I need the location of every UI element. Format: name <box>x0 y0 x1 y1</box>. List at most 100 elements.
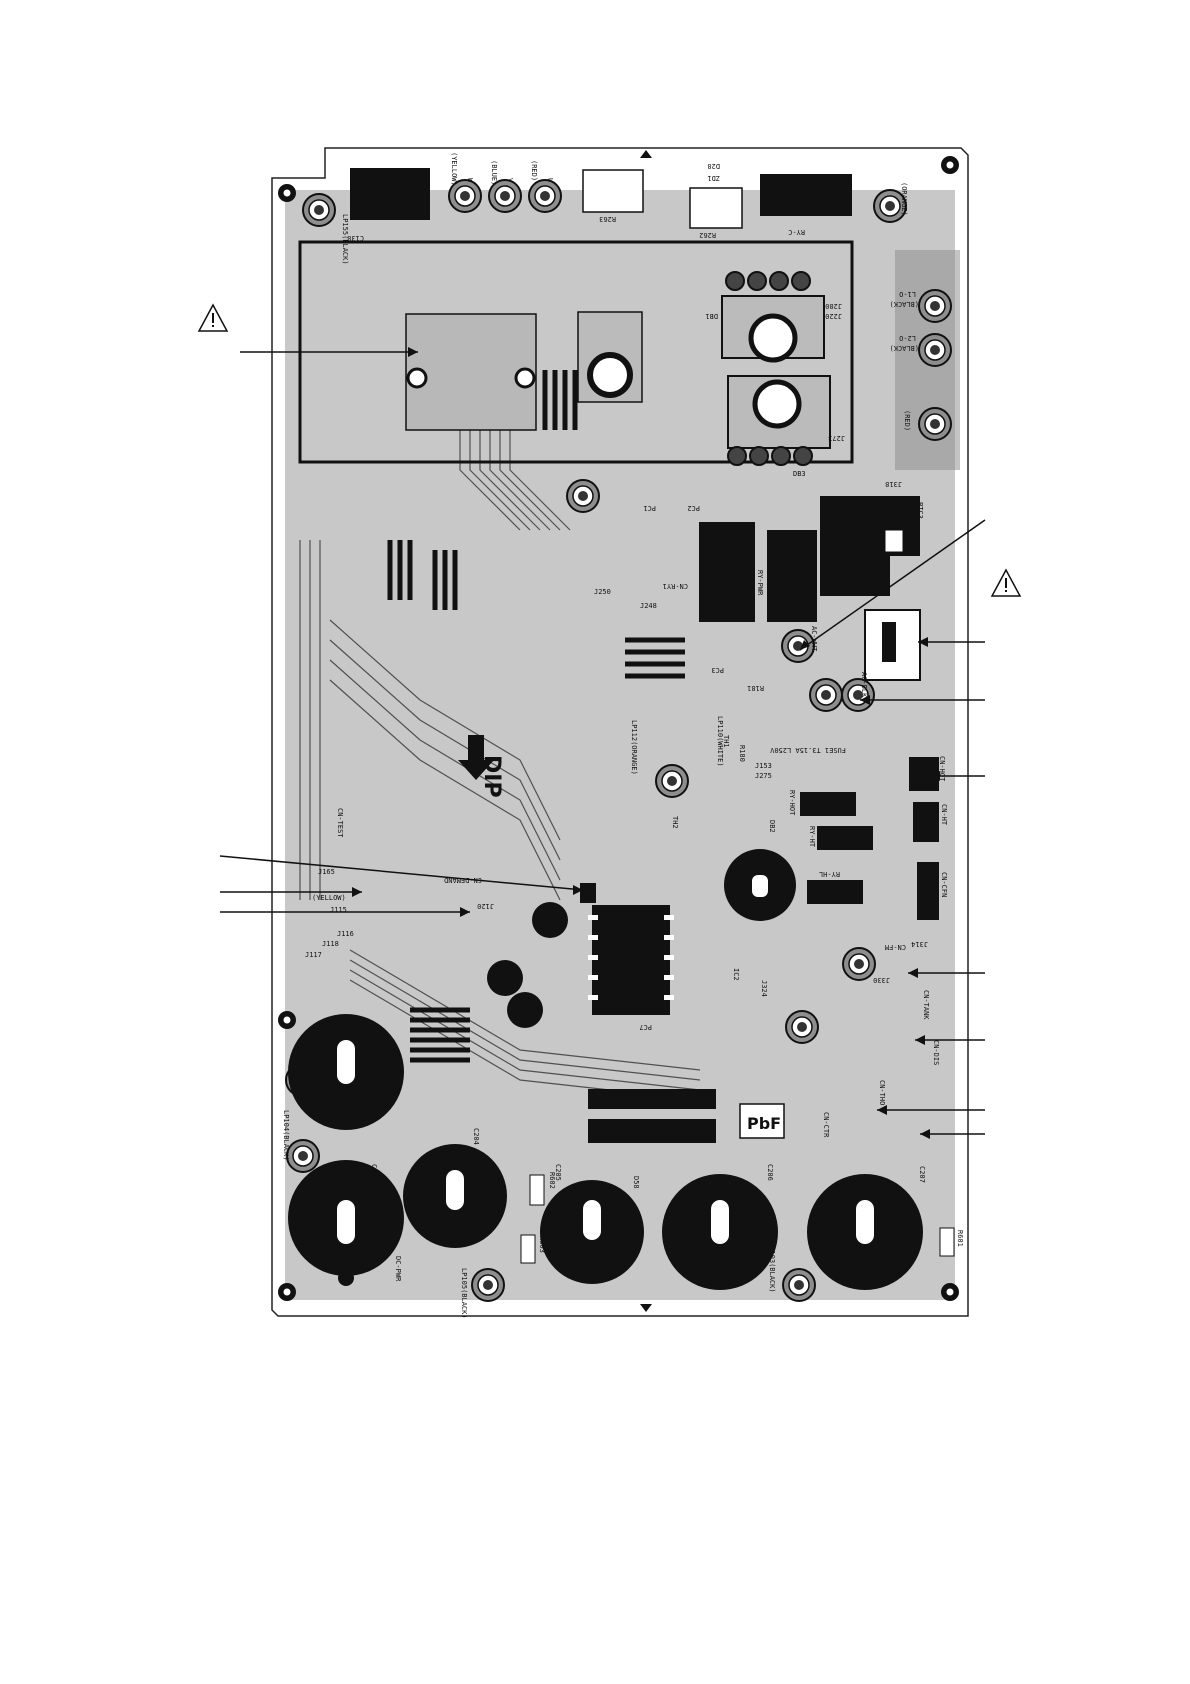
label-ry-pwr: RY-PWR <box>756 570 764 596</box>
connector-right-1-pins <box>882 622 896 662</box>
label-ry-hl: RY-HL <box>819 870 840 878</box>
ry-hl-relay <box>807 880 863 904</box>
cn-cfn-connector <box>917 862 939 920</box>
leader-lines <box>219 351 986 1135</box>
label-d58: D58 <box>632 1176 640 1189</box>
label-r603: R603 <box>538 1236 546 1253</box>
ipm-hole-left <box>406 367 428 389</box>
label-lp-black-b1: LP105(BLACK) <box>460 1268 468 1319</box>
label-cn-ry1: CN-RY1 <box>663 582 688 590</box>
label-c203: C203 <box>396 1062 404 1079</box>
cn-v1-connector <box>580 883 596 903</box>
label-th1: TH1 <box>722 735 730 748</box>
label-cn-ht: CN-HT <box>940 804 948 826</box>
warning-triangle-icon <box>990 568 1022 597</box>
pbf-mark: PbF <box>747 1114 781 1133</box>
label-th2: TH2 <box>671 816 679 829</box>
ic-pins <box>588 915 674 1000</box>
db3-hole <box>752 379 802 429</box>
label-lp-black-tl: LP155(BLACK) <box>341 214 349 265</box>
bus-bar-1 <box>588 1089 716 1109</box>
silkscreen-labels: LP155(BLACK) (YELLOW) (BLUE) (RED) W V U… <box>282 152 964 1319</box>
label-j116: J116 <box>337 930 354 938</box>
label-ic2: IC2 <box>732 968 740 981</box>
label-ic1: IC1 <box>612 1000 620 1013</box>
warning-triangle-icon <box>197 303 229 332</box>
label-cn-tho: CN-THO <box>878 1080 886 1105</box>
label-pc7: PC7 <box>639 1023 652 1031</box>
label-lp-yellow-left: (YELLOW) <box>312 894 346 902</box>
ipm-hole-right <box>514 367 536 389</box>
label-pc2: PC2 <box>687 504 700 512</box>
r263-resistor <box>582 169 644 213</box>
label-ac-blk: AC-BLK <box>860 672 868 698</box>
ipm-chip <box>405 313 537 431</box>
label-j330: J330 <box>873 976 890 984</box>
r602-resistor <box>529 1174 545 1206</box>
label-r602: R602 <box>548 1172 556 1189</box>
label-j220: J220 <box>825 312 842 320</box>
big-capacitor-c202 <box>288 1160 404 1286</box>
label-db3: DB3 <box>793 470 806 478</box>
label-lp-black-b2: LP103(BLACK) <box>768 1242 776 1293</box>
db1-pins <box>725 271 811 291</box>
label-lp-orange-mid: LP112(ORANGE) <box>630 720 638 775</box>
db3-pins <box>727 446 813 466</box>
label-j165: J165 <box>318 868 335 876</box>
big-capacitor-c203 <box>288 1014 404 1130</box>
label-j250: J250 <box>594 588 611 596</box>
label-c138: C138 <box>347 234 364 242</box>
choke-coil-mark <box>752 875 768 897</box>
electrolytic-small-3 <box>507 992 543 1028</box>
label-zd1: ZD1 <box>707 174 720 182</box>
label-ptc1: PTC1 <box>822 556 830 573</box>
r262-resistor <box>689 187 743 229</box>
label-db1: DB1 <box>705 312 718 320</box>
label-ac-wht: AC-WHT <box>810 626 818 652</box>
electrolytic-small-1 <box>532 902 568 938</box>
pbf-box <box>739 1103 785 1139</box>
dip-arrow <box>458 735 494 780</box>
r603-resistor <box>520 1234 536 1264</box>
ry-hot-relay <box>800 792 856 816</box>
label-j115: J115 <box>330 906 347 914</box>
label-ptc3: PTC3 <box>916 502 924 519</box>
label-lp-white: LP110(WHITE) <box>716 716 724 767</box>
arrow-heads <box>352 347 940 1139</box>
label-cn-test: CN-TEST <box>336 808 344 838</box>
label-ry-c: RY-C <box>788 228 805 236</box>
label-cn-ctr: CN-CTR <box>822 1112 830 1138</box>
label-c202: C202 <box>370 1164 378 1181</box>
ry-ht-relay <box>817 826 873 850</box>
label-cn-dis: CN-DIS <box>932 1040 940 1065</box>
big-capacitor-c204 <box>403 1144 507 1248</box>
label-ptc2: PTC2 <box>870 556 878 573</box>
label-lp-red-top: (RED) <box>530 160 538 181</box>
label-pc1: PC1 <box>643 504 656 512</box>
label-cn-fm: CN-FM <box>885 943 906 951</box>
label-j273: J273 <box>828 434 845 442</box>
ptc-inner <box>884 529 904 553</box>
label-l2-o-black: (BLACK) <box>889 344 919 352</box>
electrolytic-small-2 <box>487 960 523 996</box>
label-phase-u: U <box>546 178 554 182</box>
top-marker <box>640 150 652 158</box>
label-j318: J318 <box>885 480 902 488</box>
label-ry-hot: RY-HOT <box>788 790 796 816</box>
label-lp-red-right: (RED) <box>903 410 911 431</box>
label-cn-hot: CN-HOT <box>938 756 946 782</box>
label-cn-cfn: CN-CFN <box>940 872 948 897</box>
label-lp-blue: (BLUE) <box>490 160 498 185</box>
big-capacitor-c207 <box>807 1174 923 1290</box>
label-phase-w: W <box>466 178 474 183</box>
label-cn-demand: CN-DEMAND <box>444 876 482 884</box>
module-center-hole <box>587 352 633 398</box>
label-lp-orange-tr: (ORANGE) <box>900 182 908 216</box>
label-c207: C207 <box>918 1166 926 1183</box>
ic-main <box>592 905 670 1015</box>
label-j153: J153 <box>755 762 772 770</box>
r601-resistor <box>939 1227 955 1257</box>
bottom-marker <box>640 1304 652 1312</box>
cn-ht-connector <box>913 802 939 842</box>
